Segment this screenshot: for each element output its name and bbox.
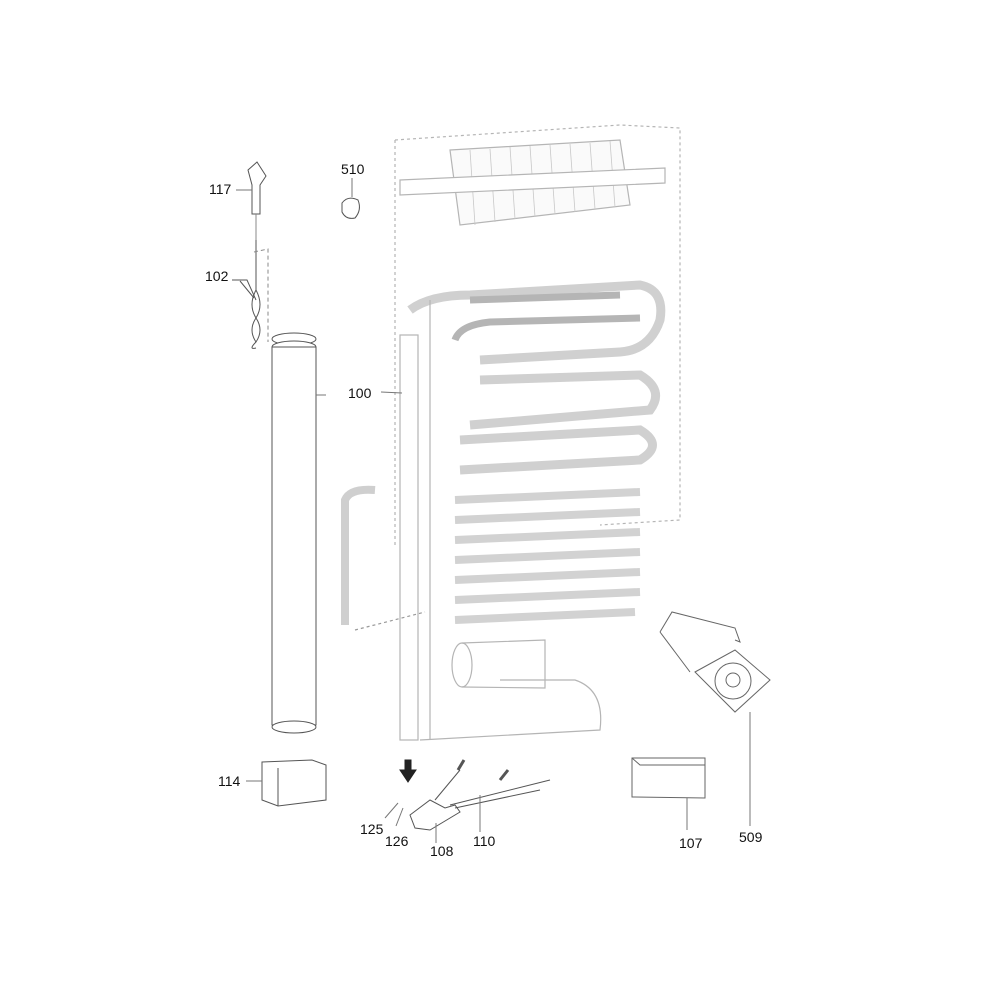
part-label-126: 126 [385,833,409,849]
part-label-102: 102 [205,268,229,284]
part-label-114: 114 [218,773,241,789]
part-label-510: 510 [341,161,365,177]
part-label-110: 110 [473,833,496,849]
part-label-108: 108 [430,843,454,859]
part-label-509: 509 [739,829,763,845]
burner-assembly [384,759,551,843]
fan-and-box [631,611,771,830]
part-label-107: 107 [679,835,703,851]
part-label-117: 117 [209,181,232,197]
part-label-100: 100 [348,385,372,401]
cooling-unit-100 [341,124,681,741]
flue-tube-assembly [232,161,403,807]
part-label-125: 125 [360,821,384,837]
